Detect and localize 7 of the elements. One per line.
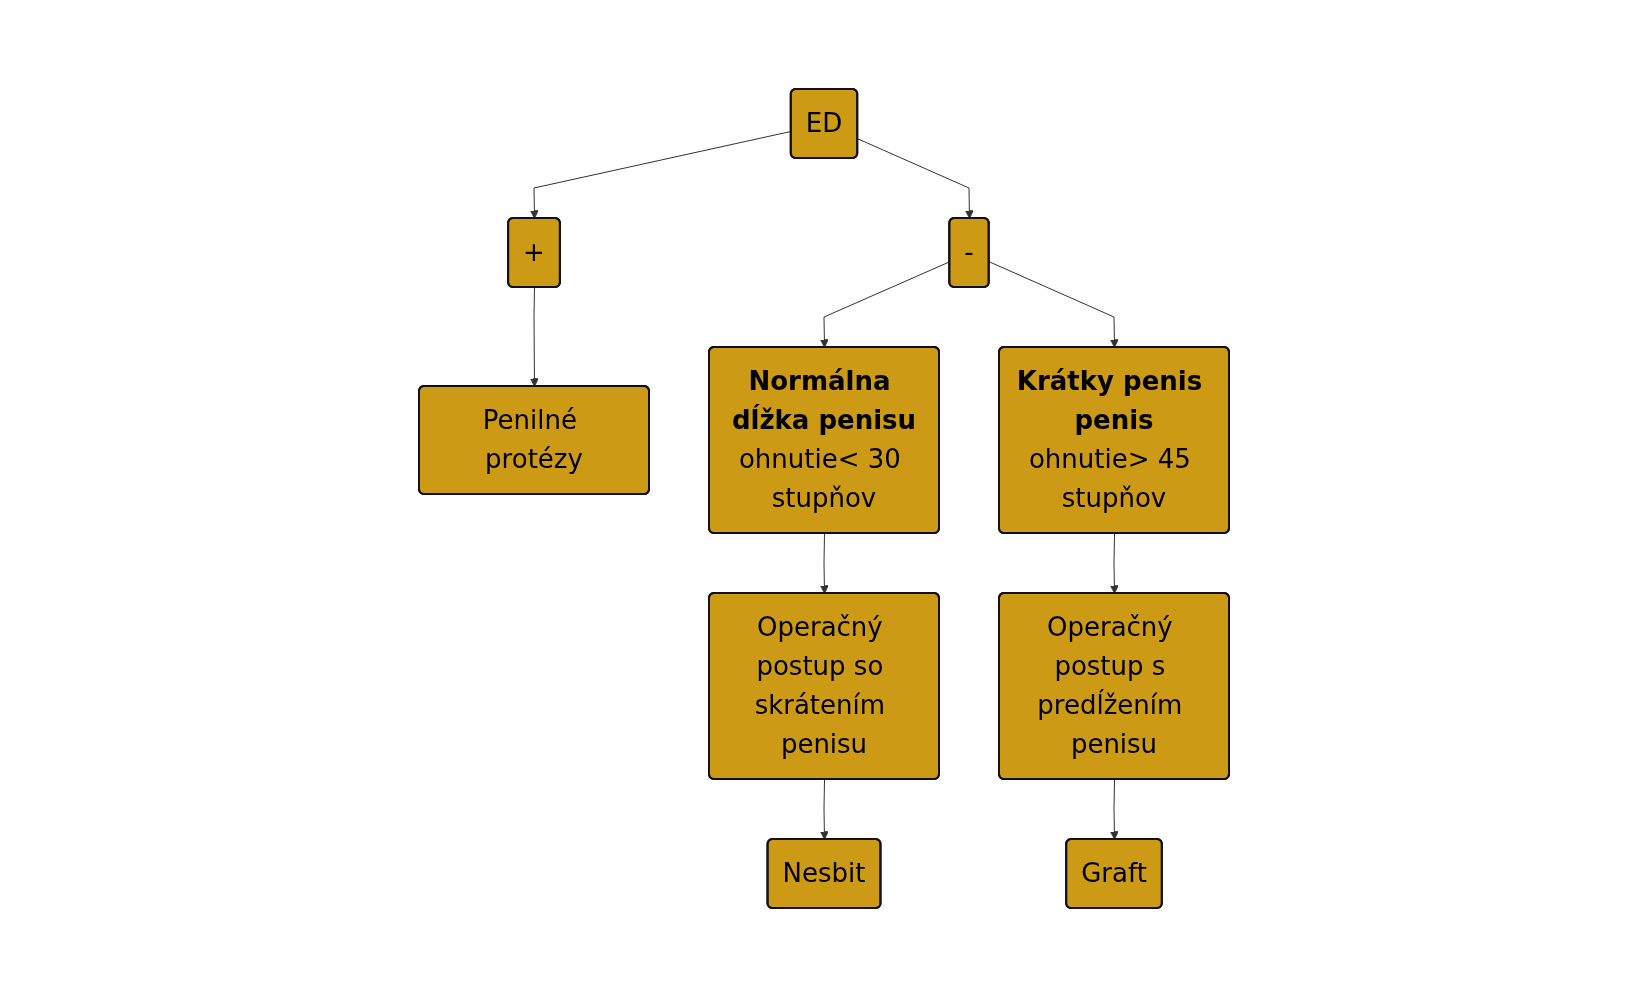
arrow xyxy=(988,261,1119,348)
arrow xyxy=(1109,533,1119,594)
arrow xyxy=(856,138,974,219)
arrow xyxy=(529,287,539,387)
arrow xyxy=(819,533,829,594)
arrow xyxy=(819,779,829,840)
arrow xyxy=(1109,779,1119,840)
